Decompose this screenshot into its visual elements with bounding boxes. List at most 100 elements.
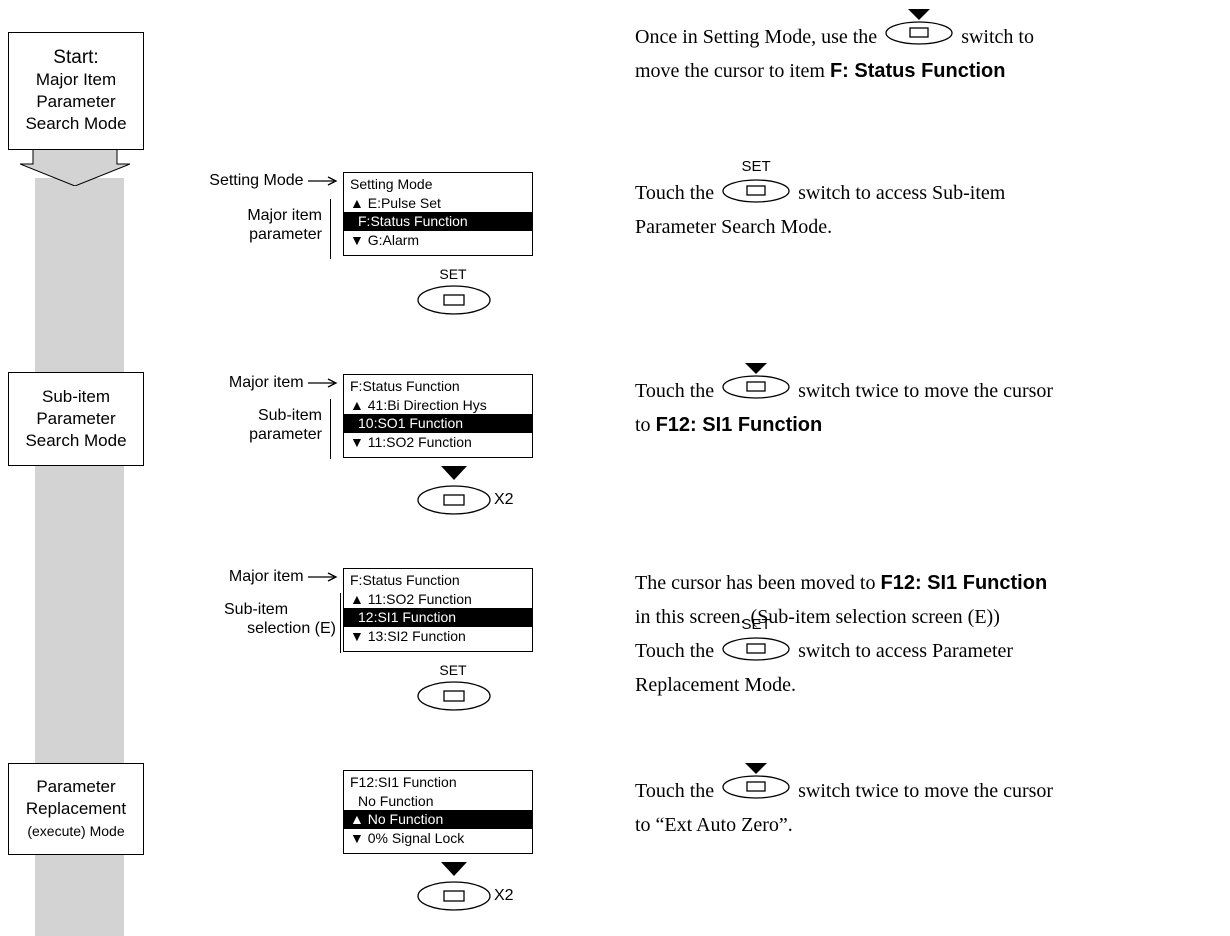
lcd-line-selected: ▲ No Function [344,810,532,829]
right-arrow-icon [308,572,338,582]
start-line-2: Major Item [35,70,117,89]
lcd-line: ▲ 41:Bi Direction Hys [350,396,487,413]
subitem-line-3: Search Mode [25,431,127,450]
down-switch-icon [884,9,954,47]
setting-mode-callout: Setting Mode [150,172,338,190]
instruction-line: Touch the SET switch to access Parameter [635,617,1047,668]
instruction-text: move the cursor to item [635,60,825,82]
lcd-line: ▼ 0% Signal Lock [350,829,465,846]
down-switch-icon[interactable] [416,862,492,914]
instruction-text: switch to [961,26,1034,48]
instruction-line: to F12: SI1 Function [635,408,1053,442]
set-switch-icon: SET [721,617,791,661]
down-switch-icon[interactable] [416,466,492,518]
press-twice-label: X2 [494,887,514,904]
callout-line-2: parameter [249,226,322,243]
start-line-1: Start: [53,47,99,68]
instruction-bold: F12: SI1 Function [655,414,823,436]
down-switch-icon [721,363,791,401]
lcd-line: F:Status Function [350,378,460,394]
instruction-line: move the cursor to item F: Status Functi… [635,54,1034,88]
right-arrow-icon [308,378,338,388]
start-line-4: Search Mode [25,114,127,133]
lcd-line: ▼ G:Alarm [350,231,420,248]
replace-line-1: Parameter [36,777,116,796]
callout-line-1: Sub-item [224,601,289,618]
lcd-screen-1: Setting Mode ▲ E:Pulse Set F:Status Func… [343,172,533,256]
callout-label: Major item [228,568,304,585]
callout-label: Major item [228,374,304,391]
instruction-line: Once in Setting Mode, use the switch to [635,9,1034,54]
instruction-line: The cursor has been moved to F12: SI1 Fu… [635,566,1047,600]
instruction-text: switch twice to move the cursor [798,780,1054,802]
lcd-line-selected: F:Status Function [344,212,532,231]
instruction-4: The cursor has been moved to F12: SI1 Fu… [635,566,1047,702]
lcd-line: F:Status Function [350,572,460,588]
instruction-5: Touch the switch twice to move the curso… [635,763,1054,842]
replacement-mode-box: Parameter Replacement (execute) Mode [8,763,144,855]
callout-line-2: parameter [249,426,322,443]
press-twice-label: X2 [494,491,514,508]
instruction-text: switch twice to move the cursor [798,380,1054,402]
lcd-screen-2: F:Status Function ▲ 41:Bi Direction Hys … [343,374,533,458]
set-switch-icon[interactable] [416,680,492,712]
instruction-2: Touch the SET switch to access Sub-item … [635,159,1006,244]
set-switch-label: SET [741,158,771,175]
set-switch-icon: SET [721,159,791,203]
instruction-text: Touch the [635,780,715,802]
subitem-line-2: Parameter [36,409,116,428]
replace-line-3: (execute) Mode [27,823,125,839]
instruction-line: Replacement Mode. [635,674,797,696]
instruction-text: switch to access Sub-item [798,182,1006,204]
instruction-line: to “Ext Auto Zero”. [635,814,793,836]
down-switch-icon [721,763,791,801]
callout-label: Setting Mode [209,172,304,189]
lcd-line: ▲ E:Pulse Set [350,194,441,211]
callout-line-1: Sub-item [257,407,322,424]
bracket [330,399,340,459]
subitem-mode-box: Sub-item Parameter Search Mode [8,372,144,466]
bracket [330,199,340,259]
instruction-line: Parameter Search Mode. [635,216,833,238]
set-switch-label: SET [439,266,467,282]
lcd-line: F12:SI1 Function [350,774,457,790]
lcd-line-selected: 12:SI1 Function [344,608,532,627]
set-switch-label: SET [741,616,771,633]
instruction-text: Touch the [635,380,715,402]
instruction-text: to [635,414,651,436]
set-switch-icon[interactable] [416,284,492,316]
instruction-text: The cursor has been moved to [635,572,876,594]
instruction-line: Touch the SET switch to access Sub-item [635,159,1006,210]
instruction-line: Touch the switch twice to move the curso… [635,363,1054,408]
major-item-param-callout: Major item parameter [190,206,322,244]
replace-line-2: Replacement [25,799,127,818]
instruction-line: in this screen. (Sub-item selection scre… [635,606,1000,628]
instruction-3: Touch the switch twice to move the curso… [635,363,1054,442]
instruction-bold: F12: SI1 Function [880,572,1048,594]
instruction-bold: F: Status Function [829,60,1006,82]
subitem-param-callout: Sub-item parameter [190,406,322,444]
callout-line-1: Major item [247,207,322,224]
start-mode-box: Start: Major Item Parameter Search Mode [8,32,144,150]
instruction-text: Once in Setting Mode, use the [635,26,878,48]
lcd-screen-4: F12:SI1 Function No Function ▲ No Functi… [343,770,533,854]
set-switch-label: SET [439,662,467,678]
lcd-line-selected: 10:SO1 Function [344,414,532,433]
subitem-line-1: Sub-item [41,387,111,406]
subitem-selection-callout: Sub-item selection (E) [190,600,336,638]
callout-line-2: selection (E) [247,620,336,637]
flow-down-arrow-icon [20,150,130,186]
right-arrow-icon [308,176,338,186]
lcd-line: Setting Mode [350,176,433,192]
lcd-screen-3: F:Status Function ▲ 11:SO2 Function 12:S… [343,568,533,652]
instruction-text: Touch the [635,182,715,204]
lcd-line: ▲ 11:SO2 Function [350,590,472,607]
bracket [340,593,350,653]
lcd-line: No Function [358,792,434,809]
major-item-callout: Major item [150,568,338,586]
instruction-text: switch to access Parameter [798,640,1014,662]
major-item-callout: Major item [150,374,338,392]
instruction-text: Touch the [635,640,715,662]
start-line-3: Parameter [36,92,116,111]
lcd-line: ▼ 13:SI2 Function [350,627,466,644]
